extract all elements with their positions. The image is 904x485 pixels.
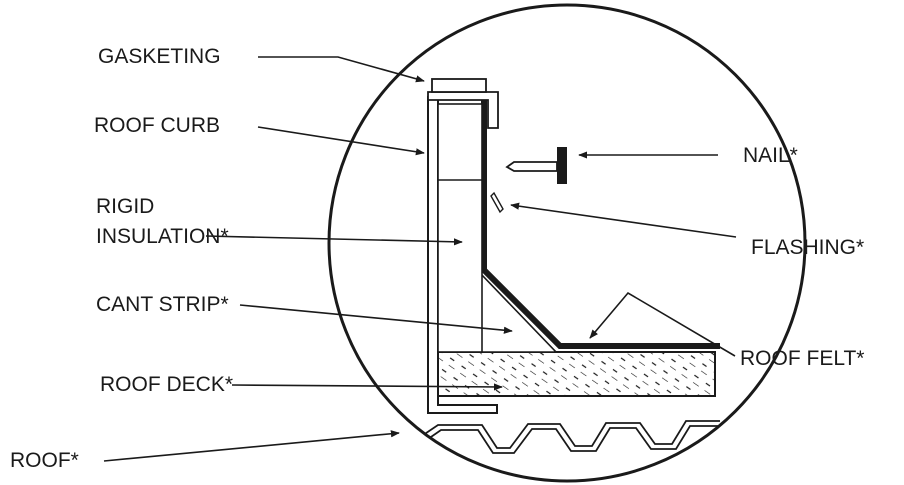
label-roof-curb: ROOF CURB [94,114,220,137]
leader-roof-felt [589,291,736,357]
label-gasketing: GASKETING [98,45,221,68]
nail [505,147,567,184]
label-roof-deck: ROOF DECK* [100,373,234,396]
label-flashing: FLASHING* [751,236,865,259]
flashing [490,191,504,214]
roof-felt [481,93,720,349]
leader-lines [103,56,737,462]
curb-cap [427,91,499,129]
label-roof-felt: ROOF FELT* [740,347,865,370]
roof-panel [397,420,720,458]
leader-roof-deck [231,383,503,391]
label-rigid-insulation-line2: INSULATION* [96,225,229,248]
leader-flashing [510,202,737,238]
label-roof: ROOF* [10,449,79,472]
roof-deck [436,351,716,397]
leader-roof [103,430,400,462]
leader-roof-curb [257,126,425,156]
label-cant-strip: CANT STRIP* [96,293,229,316]
leader-gasketing [258,56,425,83]
leader-cant-strip [239,304,513,334]
detail-circle [327,3,807,483]
gasketing [431,78,487,93]
label-rigid-insulation-line1: RIGID [96,195,155,218]
rigid-insulation [437,103,483,353]
leader-rigid-insulation [205,235,463,246]
label-nail: NAIL* [743,144,798,167]
detail-contents [397,93,720,458]
